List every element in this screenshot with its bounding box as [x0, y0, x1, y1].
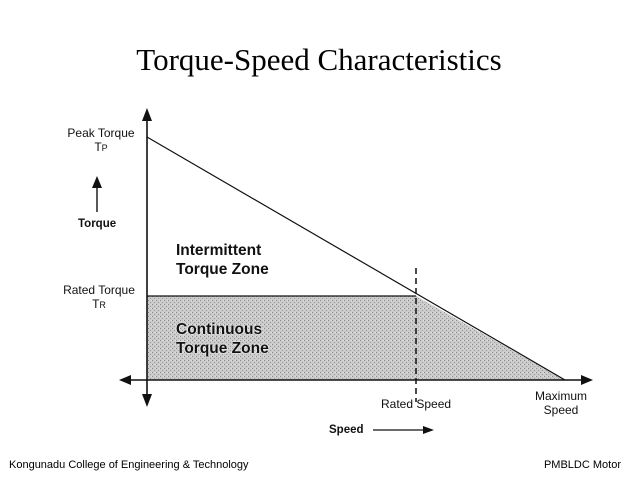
- torque-axis-top-arrowhead: [142, 108, 152, 121]
- footer-institution: Kongunadu College of Engineering & Techn…: [9, 459, 249, 471]
- slide-title: Torque-Speed Characteristics: [136, 42, 502, 77]
- rated-speed-label: Rated Speed: [381, 397, 452, 411]
- continuous-zone-area: [147, 296, 565, 380]
- speed-axis-right-arrowhead: [581, 375, 593, 385]
- rated-torque-label: Rated Torque TR: [56, 283, 142, 312]
- torque-axis-bottom-arrowhead: [142, 394, 152, 407]
- intermittent-zone-line2: Torque Zone: [176, 261, 269, 278]
- intermittent-zone-line1: Intermittent: [176, 242, 262, 259]
- maximum-speed-line1: Maximum: [534, 389, 587, 403]
- maximum-speed-line2: Speed: [543, 403, 579, 417]
- continuous-zone-line1: Continuous: [176, 321, 263, 338]
- peak-torque-label: Peak Torque TP: [60, 126, 142, 155]
- torque-speed-limit-line: [146, 136, 566, 381]
- peak-torque-text: Peak Torque: [67, 126, 135, 140]
- rated-torque-text: Rated Torque: [63, 283, 135, 297]
- intermittent-zone-label: Intermittent Torque Zone: [176, 241, 269, 279]
- rated-torque-symbol: TR: [92, 297, 106, 311]
- speed-direction-arrowhead: [423, 426, 434, 434]
- torque-direction-arrowhead: [92, 176, 102, 188]
- speed-axis-left-arrowhead: [119, 375, 131, 385]
- speed-axis-label: Speed: [329, 424, 364, 436]
- torque-axis-label: Torque: [78, 218, 117, 230]
- maximum-speed-label: Maximum Speed: [527, 389, 595, 417]
- continuous-zone-line2: Torque Zone: [176, 340, 269, 357]
- footer-topic: PMBLDC Motor: [543, 459, 621, 471]
- peak-torque-symbol: TP: [94, 140, 108, 154]
- continuous-zone-label: Continuous Torque Zone: [176, 320, 269, 358]
